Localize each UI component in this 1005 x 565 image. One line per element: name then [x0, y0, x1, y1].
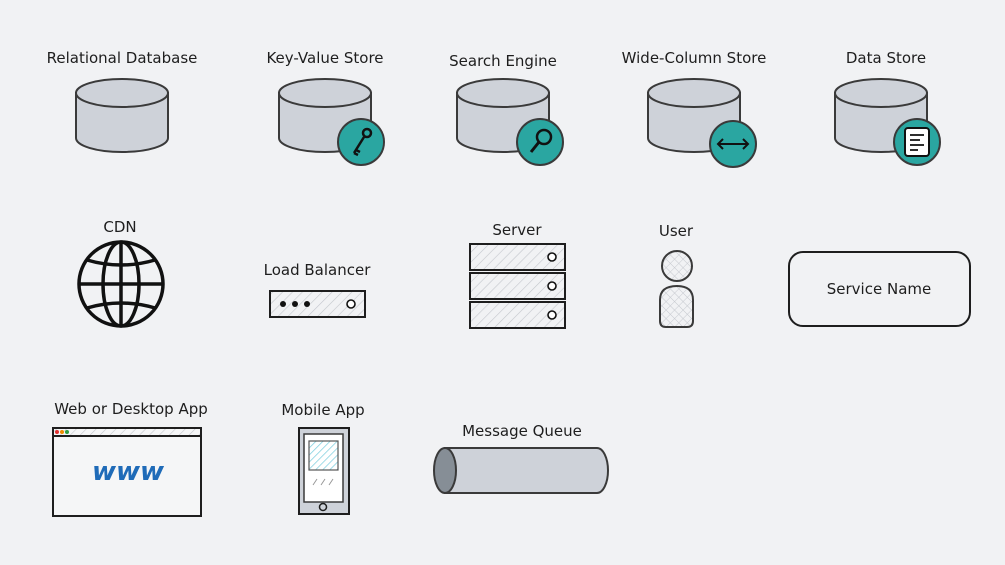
mobile-app-label: Mobile App — [281, 401, 364, 419]
horizontal-arrows-icon — [709, 120, 757, 168]
phone-icon — [298, 427, 350, 515]
server-rack-icon — [469, 243, 566, 329]
message-queue-label: Message Queue — [462, 422, 582, 440]
document-icon — [893, 118, 941, 166]
server-label: Server — [492, 221, 542, 239]
search-engine[interactable]: Search Engine — [449, 52, 564, 166]
wide-column-store-label: Wide-Column Store — [622, 49, 767, 67]
load-balancer-icon — [269, 290, 366, 318]
message-queue[interactable]: Message Queue — [433, 422, 609, 494]
cdn-label: CDN — [103, 218, 136, 236]
cdn[interactable]: CDN — [77, 218, 165, 328]
relational-database[interactable]: Relational Database — [47, 49, 198, 153]
service-name-label: Service Name — [827, 280, 931, 298]
load-balancer-label: Load Balancer — [264, 261, 372, 279]
browser-window-icon: www — [52, 427, 202, 517]
data-store-label: Data Store — [846, 49, 926, 67]
wide-column-store[interactable]: Wide-Column Store — [622, 49, 767, 168]
database-cylinder-icon — [75, 78, 169, 153]
www-text: www — [92, 457, 165, 487]
web-app-label: Web or Desktop App — [54, 400, 208, 418]
key-value-store[interactable]: Key-Value Store — [266, 49, 385, 166]
relational-database-label: Relational Database — [47, 49, 198, 67]
mobile-app[interactable]: Mobile App — [281, 401, 365, 515]
globe-icon — [77, 240, 165, 328]
key-value-store-label: Key-Value Store — [266, 49, 383, 67]
server[interactable]: Server — [469, 221, 566, 329]
web-or-desktop-app[interactable]: Web or Desktop App www — [52, 400, 208, 517]
user-icon — [659, 250, 694, 328]
magnifier-icon — [516, 118, 564, 166]
key-icon — [337, 118, 385, 166]
user-label: User — [659, 222, 694, 240]
user[interactable]: User — [659, 222, 694, 328]
queue-pipe-icon — [433, 447, 609, 494]
data-store[interactable]: Data Store — [834, 49, 941, 166]
search-engine-label: Search Engine — [449, 52, 557, 70]
load-balancer[interactable]: Load Balancer — [264, 261, 372, 318]
service-name-box[interactable]: Service Name — [788, 251, 971, 327]
